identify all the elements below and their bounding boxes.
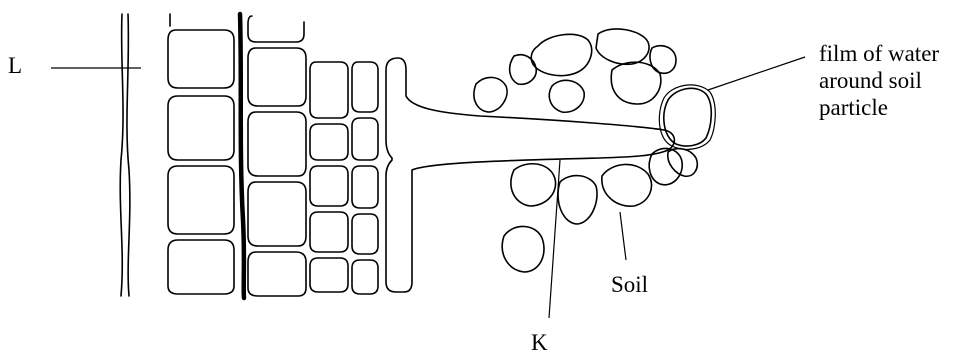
label-L: L [8,52,22,80]
soil-particles [474,29,697,272]
root-hair-cell [386,58,674,292]
label-K: K [531,329,548,357]
soil-particle-with-water-film [659,85,715,149]
root-outer-wall-right [127,14,130,296]
label-film-line-1: film of water [819,40,939,68]
label-K-pointer [549,160,560,318]
label-film-pointer [708,57,805,90]
label-soil-pointer [620,212,626,260]
cell-column-4 [352,62,378,294]
label-film-line-2: around soil [819,67,922,95]
cell-column-3 [310,62,348,292]
cell-column-2 [248,16,306,296]
xylem-vessel [240,14,244,298]
cell-column-1 [168,14,234,294]
label-film-line-3: particle [819,94,888,122]
label-soil: Soil [611,271,648,299]
root-outer-wall-left [120,14,123,296]
